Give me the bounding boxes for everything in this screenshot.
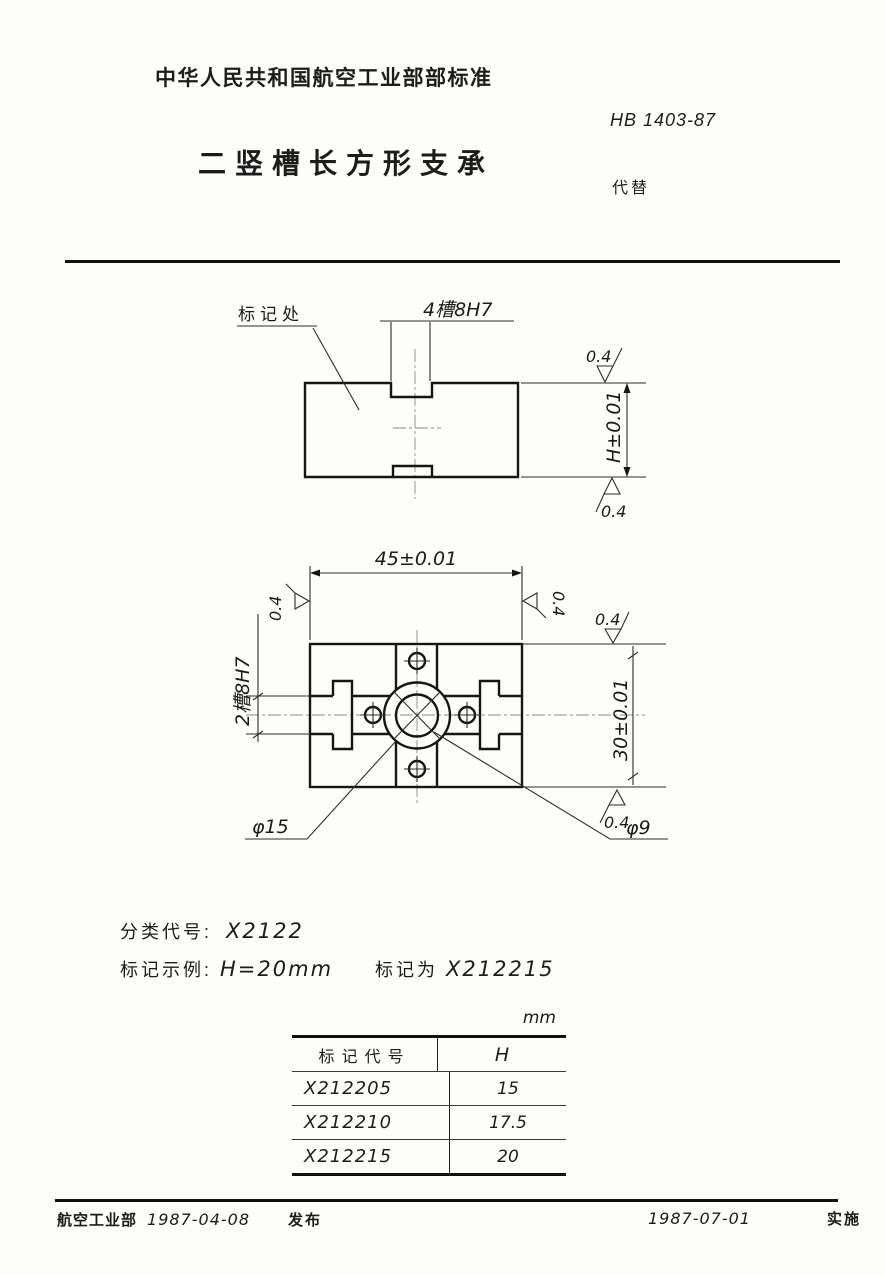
replaces-label: 代替 bbox=[612, 180, 651, 197]
class-code-value: X2122 bbox=[226, 919, 304, 943]
roughness-symbol-top: 0.4 bbox=[586, 347, 623, 384]
roughness-symbol-plan-bottom: 0.4 bbox=[599, 788, 629, 832]
plan-centerlines bbox=[246, 630, 645, 806]
page-title: 二竖槽长方形支承 bbox=[198, 148, 495, 179]
marking-example-label: 标记示例: bbox=[120, 960, 213, 980]
left-t-slot bbox=[331, 679, 354, 751]
roughness-symbol-right: 0.4 bbox=[521, 591, 568, 619]
unit-label: mm bbox=[522, 1008, 556, 1028]
roughness-value: 0.4 bbox=[604, 813, 629, 832]
front-view: 4槽8H7 标记处 H±0.01 0.4 0.4 bbox=[237, 299, 646, 521]
designation-value: X212215 bbox=[446, 957, 555, 981]
small-hole-top bbox=[404, 648, 430, 674]
header-divider bbox=[65, 260, 840, 263]
small-hole-right bbox=[454, 702, 480, 728]
issue-date: 1987-04-08 bbox=[147, 1210, 250, 1229]
roughness-symbol-bottom: 0.4 bbox=[595, 476, 626, 521]
roughness-symbol-left: 0.4 bbox=[266, 583, 311, 621]
bottom-slot-profile bbox=[391, 464, 434, 477]
col-header-code: 标记代号 bbox=[292, 1038, 438, 1071]
horizontal-slot-edges bbox=[310, 694, 522, 736]
depth-dimension-text: 30±0.01 bbox=[610, 679, 632, 761]
hole-dia-label: φ9 bbox=[626, 817, 651, 839]
footer-issue: 航空工业部 1987-04-08 发布 bbox=[57, 1209, 322, 1230]
dim-arrow bbox=[623, 467, 631, 477]
slot-count-label: 2槽8H7 bbox=[232, 656, 254, 726]
roughness-value: 0.4 bbox=[601, 502, 626, 521]
small-hole-bottom bbox=[404, 756, 430, 782]
footer-implementation: 1987-07-01 实施 bbox=[648, 1208, 861, 1229]
roughness-value: 0.4 bbox=[549, 591, 568, 616]
slot-extension-lines bbox=[246, 695, 310, 735]
example-condition: H=20mm bbox=[220, 957, 334, 981]
counterbore-dia-label: φ15 bbox=[252, 816, 289, 838]
width-dimension-text: 45±0.01 bbox=[375, 548, 457, 570]
table-row: X212210 17.5 bbox=[292, 1106, 566, 1140]
marking-location-label: 标记处 bbox=[238, 305, 304, 324]
hole-circle bbox=[394, 693, 440, 738]
impl-label: 实施 bbox=[826, 1211, 861, 1228]
roughness-symbol-plan-top: 0.4 bbox=[595, 610, 630, 645]
dim-ticks bbox=[627, 651, 639, 781]
dim-arrow bbox=[310, 569, 320, 577]
code-cell: X212215 bbox=[292, 1140, 450, 1173]
standard-number: HB 1403-87 bbox=[610, 110, 717, 130]
code-cell: X212205 bbox=[292, 1072, 450, 1105]
h-cell: 15 bbox=[497, 1078, 519, 1099]
width-extension-lines bbox=[309, 566, 523, 640]
marking-leader-line bbox=[237, 325, 360, 411]
header-title: 中华人民共和国航空工业部部标准 bbox=[155, 67, 493, 90]
col-header-h: H bbox=[494, 1043, 510, 1066]
issuer-name: 航空工业部 bbox=[57, 1212, 138, 1229]
slot-count-label: 4槽8H7 bbox=[423, 299, 493, 321]
technical-drawing: 4槽8H7 标记处 H±0.01 0.4 0.4 bbox=[232, 299, 668, 840]
hole-leader bbox=[433, 731, 668, 840]
front-view-outline bbox=[303, 381, 520, 479]
impl-date: 1987-07-01 bbox=[648, 1209, 751, 1228]
dim-arrow bbox=[512, 569, 522, 577]
table-row: X212205 15 bbox=[292, 1072, 566, 1106]
bore-cross-lines bbox=[393, 691, 441, 740]
counterbore-leader bbox=[245, 740, 397, 840]
roughness-value: 0.4 bbox=[595, 610, 620, 629]
plan-outline bbox=[308, 642, 524, 789]
plan-view: 45±0.01 0.4 0.4 0.4 30±0.01 bbox=[232, 548, 668, 840]
roughness-value: 0.4 bbox=[266, 596, 285, 621]
table-row: X212215 20 bbox=[292, 1140, 566, 1173]
size-table: mm 标记代号 H X212205 15 X212210 17.5 X21221… bbox=[292, 1008, 566, 1176]
code-cell: X212210 bbox=[292, 1106, 450, 1139]
height-dimension-text: H±0.01 bbox=[603, 390, 625, 463]
footer-divider bbox=[55, 1199, 838, 1202]
h-cell: 17.5 bbox=[489, 1112, 527, 1133]
table-header-row: 标记代号 H bbox=[292, 1038, 566, 1072]
class-code-label: 分类代号: bbox=[120, 922, 213, 942]
dim-ticks bbox=[252, 692, 264, 739]
h-cell: 20 bbox=[497, 1146, 519, 1167]
slot-label-leader bbox=[380, 320, 514, 381]
dim-arrow bbox=[623, 383, 631, 393]
designation-label: 标记为 bbox=[375, 960, 439, 980]
issue-label: 发布 bbox=[288, 1212, 323, 1229]
height-extension-lines bbox=[521, 382, 646, 478]
small-hole-left bbox=[360, 702, 386, 728]
vertical-slot-edges bbox=[394, 644, 439, 787]
roughness-value: 0.4 bbox=[586, 347, 611, 366]
